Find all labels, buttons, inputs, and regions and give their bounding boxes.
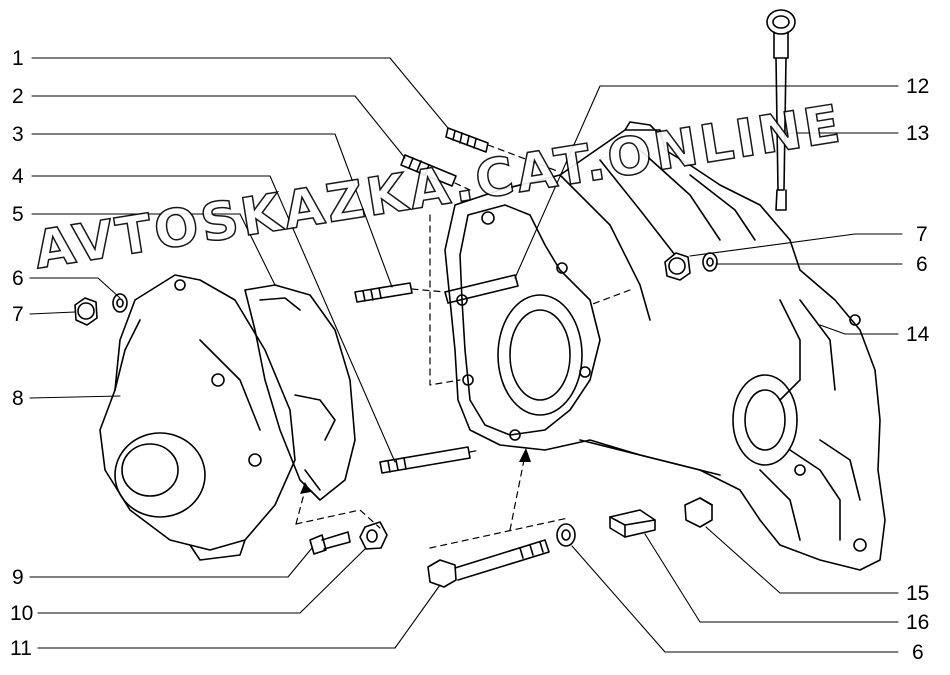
bolt-11 [427,539,550,588]
screw-9 [309,531,351,555]
dipstick [766,9,796,211]
magnet-16 [609,509,656,538]
callout-6-right: 6 [916,253,928,276]
stud-4 [379,446,471,474]
leader-lines [29,57,903,653]
callout-13: 13 [906,122,930,145]
washer-6-bottom [556,523,576,547]
callout-11: 11 [10,637,32,660]
callout-9: 9 [12,566,24,589]
arrowheads [300,448,531,494]
clip-10 [359,521,388,550]
callout-6-bottom: 6 [912,641,924,664]
stud-2 [400,154,457,187]
stud-1 [445,127,489,153]
callout-5: 5 [12,203,24,226]
washer-6-left [112,293,128,313]
callout-16: 16 [906,611,930,634]
callout-8: 8 [12,387,24,410]
gasket [244,284,356,501]
callout-15: 15 [906,582,930,605]
callout-6-left: 6 [12,267,24,290]
callout-12: 12 [906,75,930,98]
callout-14: 14 [906,323,930,346]
callout-10: 10 [10,602,34,625]
nut-7-right [664,252,691,281]
callout-7-right: 7 [916,223,928,246]
assembly-guides [295,144,631,549]
nut-7-left [74,297,98,326]
callout-3: 3 [12,123,24,146]
callout-1: 1 [12,47,24,70]
end-cover [99,274,296,561]
plug-15 [684,497,713,528]
stud-12 [444,274,519,304]
callout-7-left: 7 [12,303,24,326]
transmission-housing [444,121,886,571]
callout-2: 2 [12,85,24,108]
callout-4: 4 [12,165,24,188]
stud-3 [354,282,413,303]
